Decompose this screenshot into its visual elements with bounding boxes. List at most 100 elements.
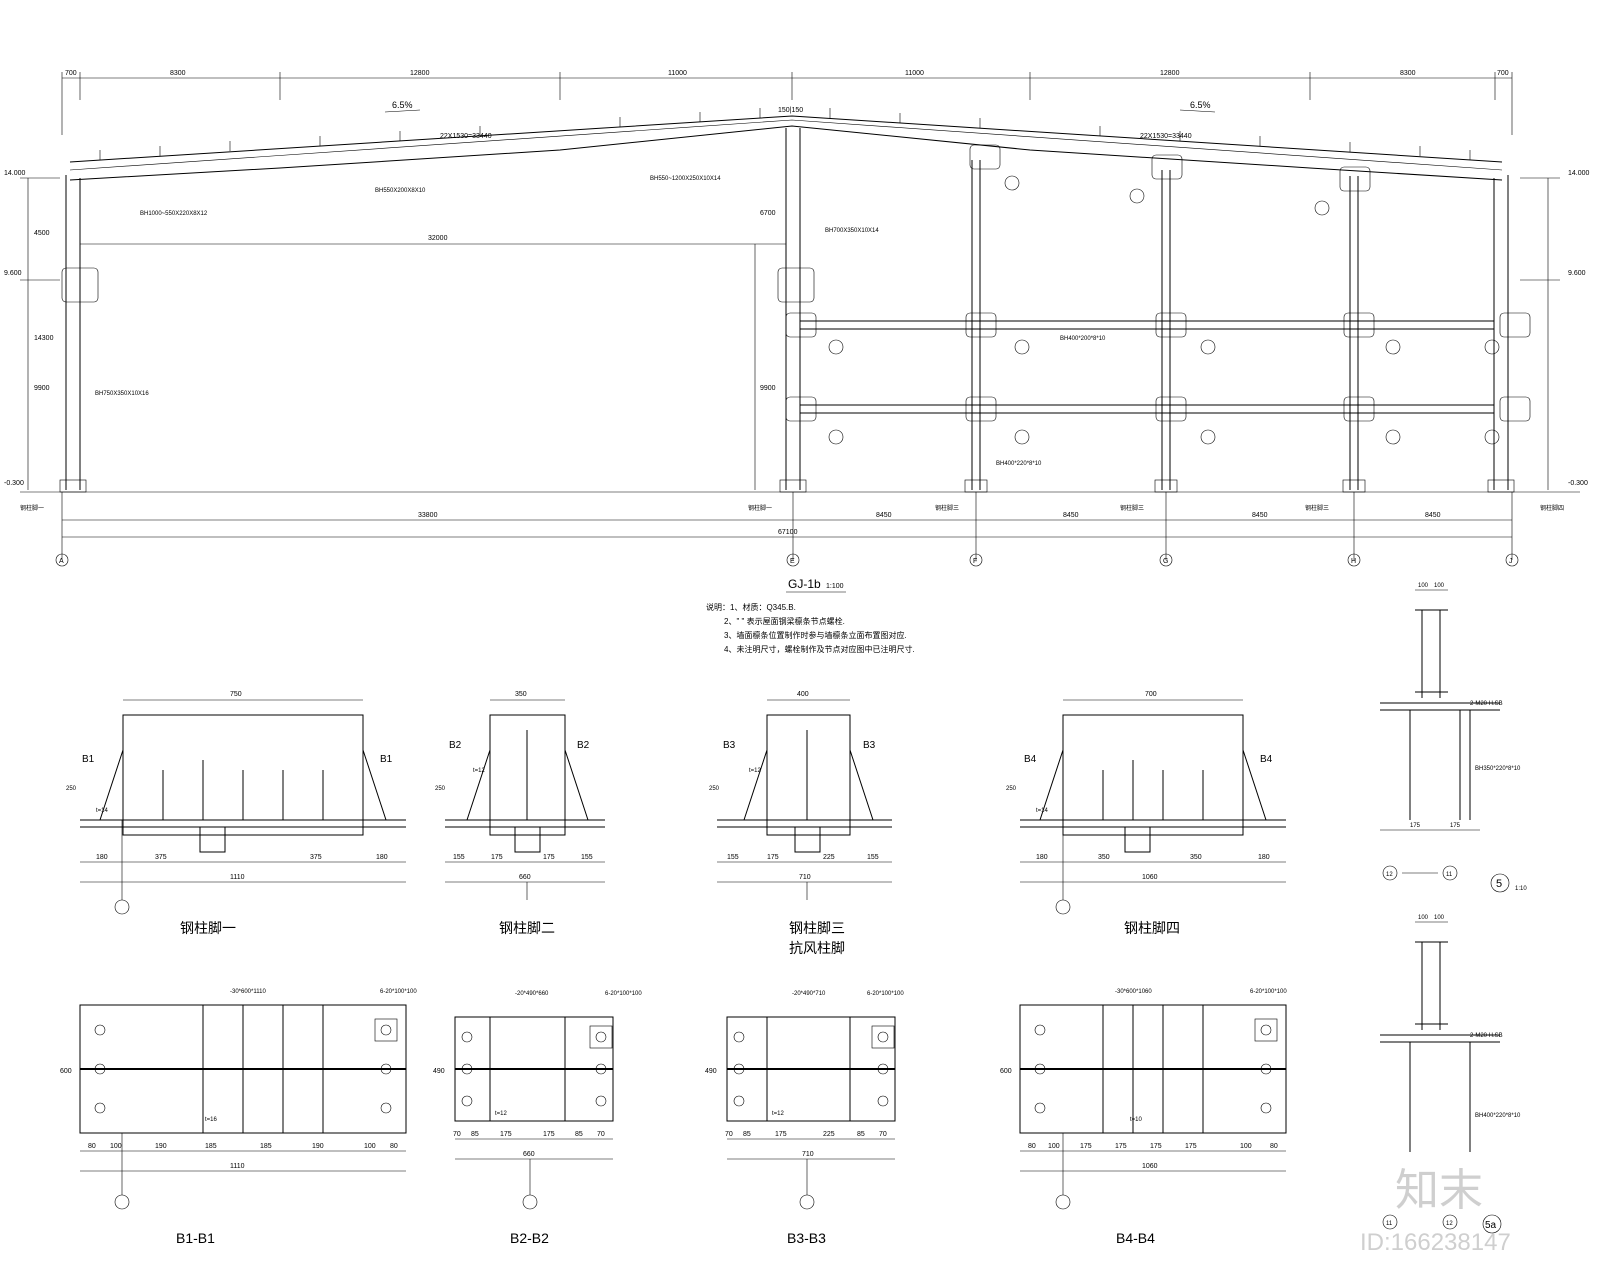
member-col-upper: BH700X350X10X14 xyxy=(825,228,879,234)
plan1-total: 1110 xyxy=(230,1163,245,1170)
top-dim-2: 8300 xyxy=(170,70,186,77)
bot-dim-3: 8450 xyxy=(1063,512,1079,519)
plan4-d8: 80 xyxy=(1270,1143,1278,1150)
base4-d3: 350 xyxy=(1190,854,1202,861)
plan3-d4: 225 xyxy=(823,1131,835,1138)
top-dim-6: 12800 xyxy=(1160,70,1180,77)
detail5-no: 5 xyxy=(1496,878,1502,890)
plan2-d6: 70 xyxy=(597,1131,605,1138)
plan1-h: 600 xyxy=(60,1068,72,1075)
base4-d1: 180 xyxy=(1036,854,1048,861)
elev-bot-left: -0.300 xyxy=(4,480,24,487)
top-dim-1: 700 xyxy=(65,70,77,77)
base4-d2: 350 xyxy=(1098,854,1110,861)
height-left-2: 14300 xyxy=(34,335,54,342)
member-wind-col: BH400*220*8*10 xyxy=(996,461,1042,467)
base3-d1: 155 xyxy=(727,854,739,861)
base1-width: 750 xyxy=(230,691,242,698)
top-dim-3: 12800 xyxy=(410,70,430,77)
base1-sec-r: B1 xyxy=(380,754,393,765)
base1-stiff: 250 xyxy=(66,786,77,792)
col-base-label-f: 钢柱脚三 xyxy=(935,504,959,512)
notes: 说明：1、材质：Q345.B. 2、" " 表示屋面钢梁檩条节点螺栓. 3、墙面… xyxy=(706,602,915,654)
bot-dim-1: 33800 xyxy=(418,512,438,519)
plan2-plate: -20*490*660 xyxy=(515,991,549,997)
base3-d4: 155 xyxy=(867,854,879,861)
base3-d3: 225 xyxy=(823,854,835,861)
ridge-label: 150|150 xyxy=(778,107,803,114)
detail5a-mark2: 12 xyxy=(1446,1221,1453,1227)
top-dim-4: 11000 xyxy=(668,70,687,77)
axis-h: H xyxy=(1351,558,1356,565)
frame-scale: 1:100 xyxy=(826,583,844,590)
plan2-total: 660 xyxy=(523,1151,535,1158)
base3-sec-l: B3 xyxy=(723,740,736,751)
plan4-d4: 175 xyxy=(1115,1143,1127,1150)
plan3-bolt: 6-20*100*100 xyxy=(867,991,904,997)
elev-bot-right: -0.300 xyxy=(1568,480,1588,487)
plan4-d6: 175 xyxy=(1185,1143,1197,1150)
base-plan-4: -30*600*1060 6-20*100*100 t=10 80 100 17… xyxy=(1000,989,1287,1246)
base3-total: 710 xyxy=(799,874,811,881)
member-rafter-mid: BH550X200X8X10 xyxy=(375,188,426,194)
plan2-bolt: 6-20*100*100 xyxy=(605,991,642,997)
col-base-label-j: 钢柱脚四 xyxy=(1540,504,1564,512)
axis-f: F xyxy=(973,558,977,565)
plan3-h: 490 xyxy=(705,1068,717,1075)
plan4-d1: 80 xyxy=(1028,1143,1036,1150)
base1-sec-l: B1 xyxy=(82,754,95,765)
axis-e: E xyxy=(790,558,795,565)
watermark-brand: 知末 xyxy=(1395,1166,1483,1215)
top-dim-5: 11000 xyxy=(905,70,924,77)
base3-subname: 抗风柱脚 xyxy=(789,940,845,956)
plan4-name: B4-B4 xyxy=(1116,1230,1155,1246)
member-rafter-ridge: BH550~1200X250X10X14 xyxy=(650,176,721,182)
base4-sec-l: B4 xyxy=(1024,754,1037,765)
detail5a-bolt: 2-M20 H.SB xyxy=(1470,1033,1503,1039)
plan1-bolt: 6-20*100*100 xyxy=(380,989,417,995)
plan2-d2: 85 xyxy=(471,1131,479,1138)
elev-mid-right: 9.600 xyxy=(1568,270,1586,277)
plan3-total: 710 xyxy=(802,1151,814,1158)
plan3-d2: 85 xyxy=(743,1131,751,1138)
col-base-label-a: 钢柱脚一 xyxy=(20,504,44,512)
base2-d2: 175 xyxy=(491,854,503,861)
base2-width: 350 xyxy=(515,691,527,698)
rafter-label-right: 22X1530=33440 xyxy=(1140,133,1192,140)
col-base-label-h: 钢柱脚三 xyxy=(1305,504,1329,512)
detail5-mark2: 11 xyxy=(1446,872,1453,878)
member-rafter-left: BH1000~550X220X8X12 xyxy=(140,211,208,217)
base2-d1: 155 xyxy=(453,854,465,861)
plan3-t: t=12 xyxy=(772,1111,785,1117)
base2-d3: 175 xyxy=(543,854,555,861)
note-2: 2、" " 表示屋面钢梁檩条节点螺栓. xyxy=(724,616,845,626)
base2-t: t=12 xyxy=(473,768,486,774)
base-plan-1: -30*600*1110 6-20*100*100 t=16 80 100 19… xyxy=(60,989,417,1246)
height-left-3: 9900 xyxy=(34,385,50,392)
base3-t: t=12 xyxy=(749,768,762,774)
plan3-d6: 70 xyxy=(879,1131,887,1138)
base2-sec-r: B2 xyxy=(577,740,590,751)
base1-total: 1110 xyxy=(230,874,245,881)
base4-width: 700 xyxy=(1145,691,1157,698)
base1-d3: 375 xyxy=(310,854,322,861)
axis-g: G xyxy=(1163,558,1168,565)
plan4-d3: 175 xyxy=(1080,1143,1092,1150)
base4-name: 钢柱脚四 xyxy=(1124,920,1180,936)
top-dim-8: 700 xyxy=(1497,70,1509,77)
plan2-t: t=12 xyxy=(495,1111,508,1117)
svg-text:100: 100 xyxy=(1418,915,1429,921)
frame-title: GJ-1b xyxy=(788,577,821,591)
svg-text:100: 100 xyxy=(1434,915,1445,921)
plan4-d7: 100 xyxy=(1240,1143,1252,1150)
slope-left: 6.5% xyxy=(392,100,413,110)
col-base-label-g: 钢柱脚三 xyxy=(1120,504,1144,512)
plan3-plate: -20*490*710 xyxy=(792,991,826,997)
plan4-h: 600 xyxy=(1000,1068,1012,1075)
base1-t: t=14 xyxy=(96,808,109,814)
plan2-d4: 175 xyxy=(543,1131,555,1138)
plan1-d4: 185 xyxy=(205,1143,217,1150)
